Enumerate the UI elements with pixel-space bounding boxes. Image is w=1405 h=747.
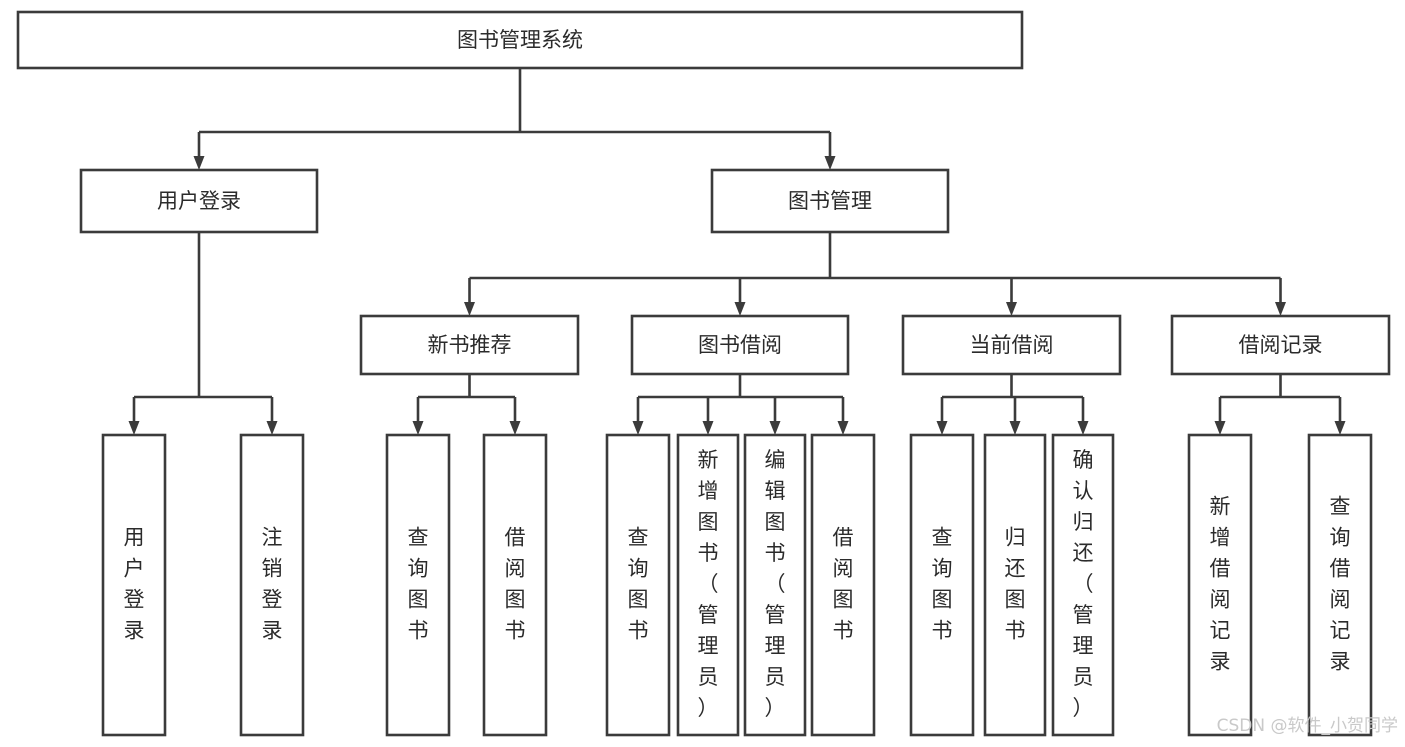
node-box <box>901 314 1122 376</box>
arrow-head-icon <box>632 421 644 435</box>
arrow-head-icon <box>464 302 475 316</box>
node-box <box>16 10 1024 70</box>
node-label: 借阅记录 <box>1239 333 1323 357</box>
node-label: 用户登录 <box>157 189 241 213</box>
arrow-head-icon <box>769 421 781 435</box>
node-leaf4[interactable]: 借阅图书 <box>482 433 548 737</box>
node-leaf5[interactable]: 查询图书 <box>605 433 671 737</box>
node-box <box>239 433 305 737</box>
node-box <box>983 433 1047 737</box>
node-leaf7[interactable]: 编辑图书（管理员） <box>743 433 807 737</box>
node-box <box>79 168 319 234</box>
arrow-head-icon <box>1214 421 1226 435</box>
node-box <box>359 314 580 376</box>
arrow-head-icon <box>1077 421 1089 435</box>
arrow-head-icon <box>824 156 836 170</box>
node-label: 注销登录 <box>262 526 283 643</box>
node-label: 查询图书 <box>628 526 649 643</box>
node-leaf9[interactable]: 查询图书 <box>909 433 975 737</box>
arrow-head-icon <box>1275 302 1286 316</box>
node-box <box>605 433 671 737</box>
node-leaf10[interactable]: 归还图书 <box>983 433 1047 737</box>
arrow-head-icon <box>193 156 205 170</box>
arrow-head-icon <box>734 302 746 316</box>
node-newbook[interactable]: 新书推荐 <box>359 314 580 376</box>
node-box <box>1170 314 1391 376</box>
node-leaf2[interactable]: 注销登录 <box>239 433 305 737</box>
node-label: 借阅图书 <box>833 526 854 643</box>
arrow-head-icon <box>702 421 714 435</box>
node-label: 图书管理系统 <box>457 28 583 52</box>
node-leaf1[interactable]: 用户登录 <box>101 433 167 737</box>
node-label: 新增借阅记录 <box>1210 495 1231 674</box>
node-label: 编辑图书（管理员） <box>765 448 786 720</box>
csdn-watermark: CSDN @软件_小贺同学 <box>1217 716 1398 736</box>
node-leaf13[interactable]: 查询借阅记录 <box>1307 433 1373 737</box>
node-label: 借阅图书 <box>505 526 526 643</box>
arrow-head-icon <box>936 421 948 435</box>
arrow-head-icon <box>1334 421 1346 435</box>
node-label: 图书借阅 <box>698 333 782 357</box>
node-label: 当前借阅 <box>970 333 1054 357</box>
node-label: 查询借阅记录 <box>1330 495 1351 674</box>
node-box <box>676 433 740 737</box>
node-box <box>482 433 548 737</box>
node-current[interactable]: 当前借阅 <box>901 314 1122 376</box>
arrow-head-icon <box>509 421 521 435</box>
node-label: 归还图书 <box>1005 526 1026 643</box>
node-box <box>630 314 850 376</box>
node-box <box>1051 433 1115 737</box>
node-box <box>101 433 167 737</box>
node-box <box>385 433 451 737</box>
node-label: 新书推荐 <box>428 333 512 357</box>
node-label: 查询图书 <box>408 526 429 643</box>
node-leaf12[interactable]: 新增借阅记录 <box>1187 433 1253 737</box>
node-records[interactable]: 借阅记录 <box>1170 314 1391 376</box>
arrow-head-icon <box>1009 421 1021 435</box>
node-box <box>909 433 975 737</box>
node-leaf3[interactable]: 查询图书 <box>385 433 451 737</box>
node-layer: 图书管理系统用户登录图书管理新书推荐图书借阅当前借阅借阅记录用户登录注销登录查询… <box>16 10 1391 737</box>
node-label: 查询图书 <box>932 526 953 643</box>
node-label: 用户登录 <box>124 526 145 643</box>
node-leaf6[interactable]: 新增图书（管理员） <box>676 433 740 737</box>
arrow-head-icon <box>1006 302 1017 316</box>
arrow-head-icon <box>412 421 424 435</box>
node-label: 新增图书（管理员） <box>698 448 719 720</box>
arrow-head-icon <box>266 421 278 435</box>
arrow-head-icon <box>837 421 849 435</box>
node-leaf11[interactable]: 确认归还（管理员） <box>1051 433 1115 737</box>
node-bookmgr[interactable]: 图书管理 <box>710 168 950 234</box>
connector-layer <box>128 68 1346 435</box>
node-box <box>810 433 876 737</box>
node-label: 确认归还（管理员） <box>1073 448 1094 720</box>
node-box <box>710 168 950 234</box>
arrow-head-icon <box>128 421 140 435</box>
node-login[interactable]: 用户登录 <box>79 168 319 234</box>
node-borrow[interactable]: 图书借阅 <box>630 314 850 376</box>
node-box <box>1187 433 1253 737</box>
node-box <box>1307 433 1373 737</box>
node-root[interactable]: 图书管理系统 <box>16 10 1024 70</box>
node-leaf8[interactable]: 借阅图书 <box>810 433 876 737</box>
node-box <box>743 433 807 737</box>
node-label: 图书管理 <box>788 189 872 213</box>
